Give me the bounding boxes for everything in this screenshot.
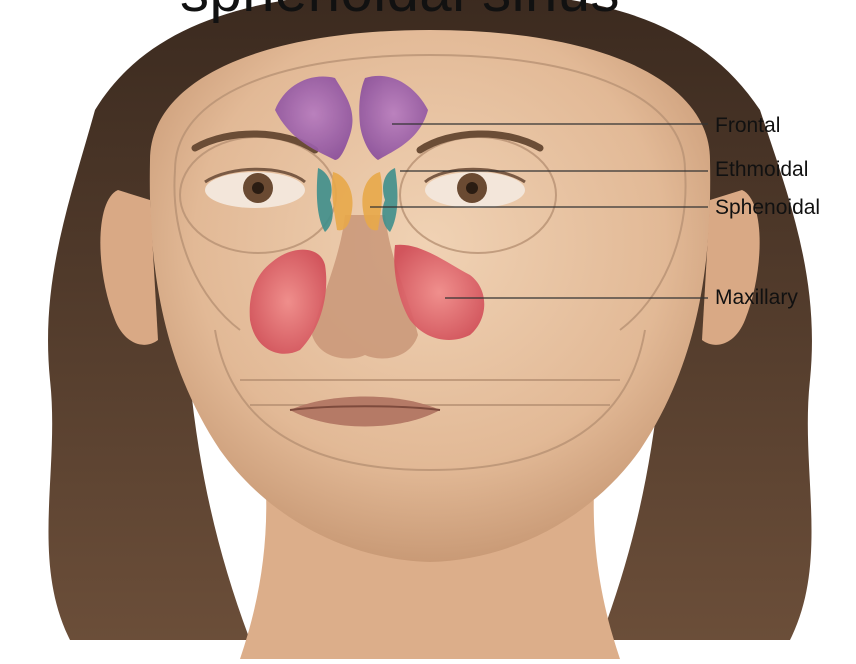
label-ethmoidal: Ethmoidal: [715, 158, 808, 182]
label-sphenoidal: Sphenoidal: [715, 196, 820, 220]
label-maxillary: Maxillary: [715, 286, 798, 310]
left-eye: [205, 169, 305, 208]
right-eye: [425, 169, 525, 208]
label-frontal: Frontal: [715, 114, 780, 138]
diagram-title: sphenoidal sinus: [0, 0, 800, 25]
